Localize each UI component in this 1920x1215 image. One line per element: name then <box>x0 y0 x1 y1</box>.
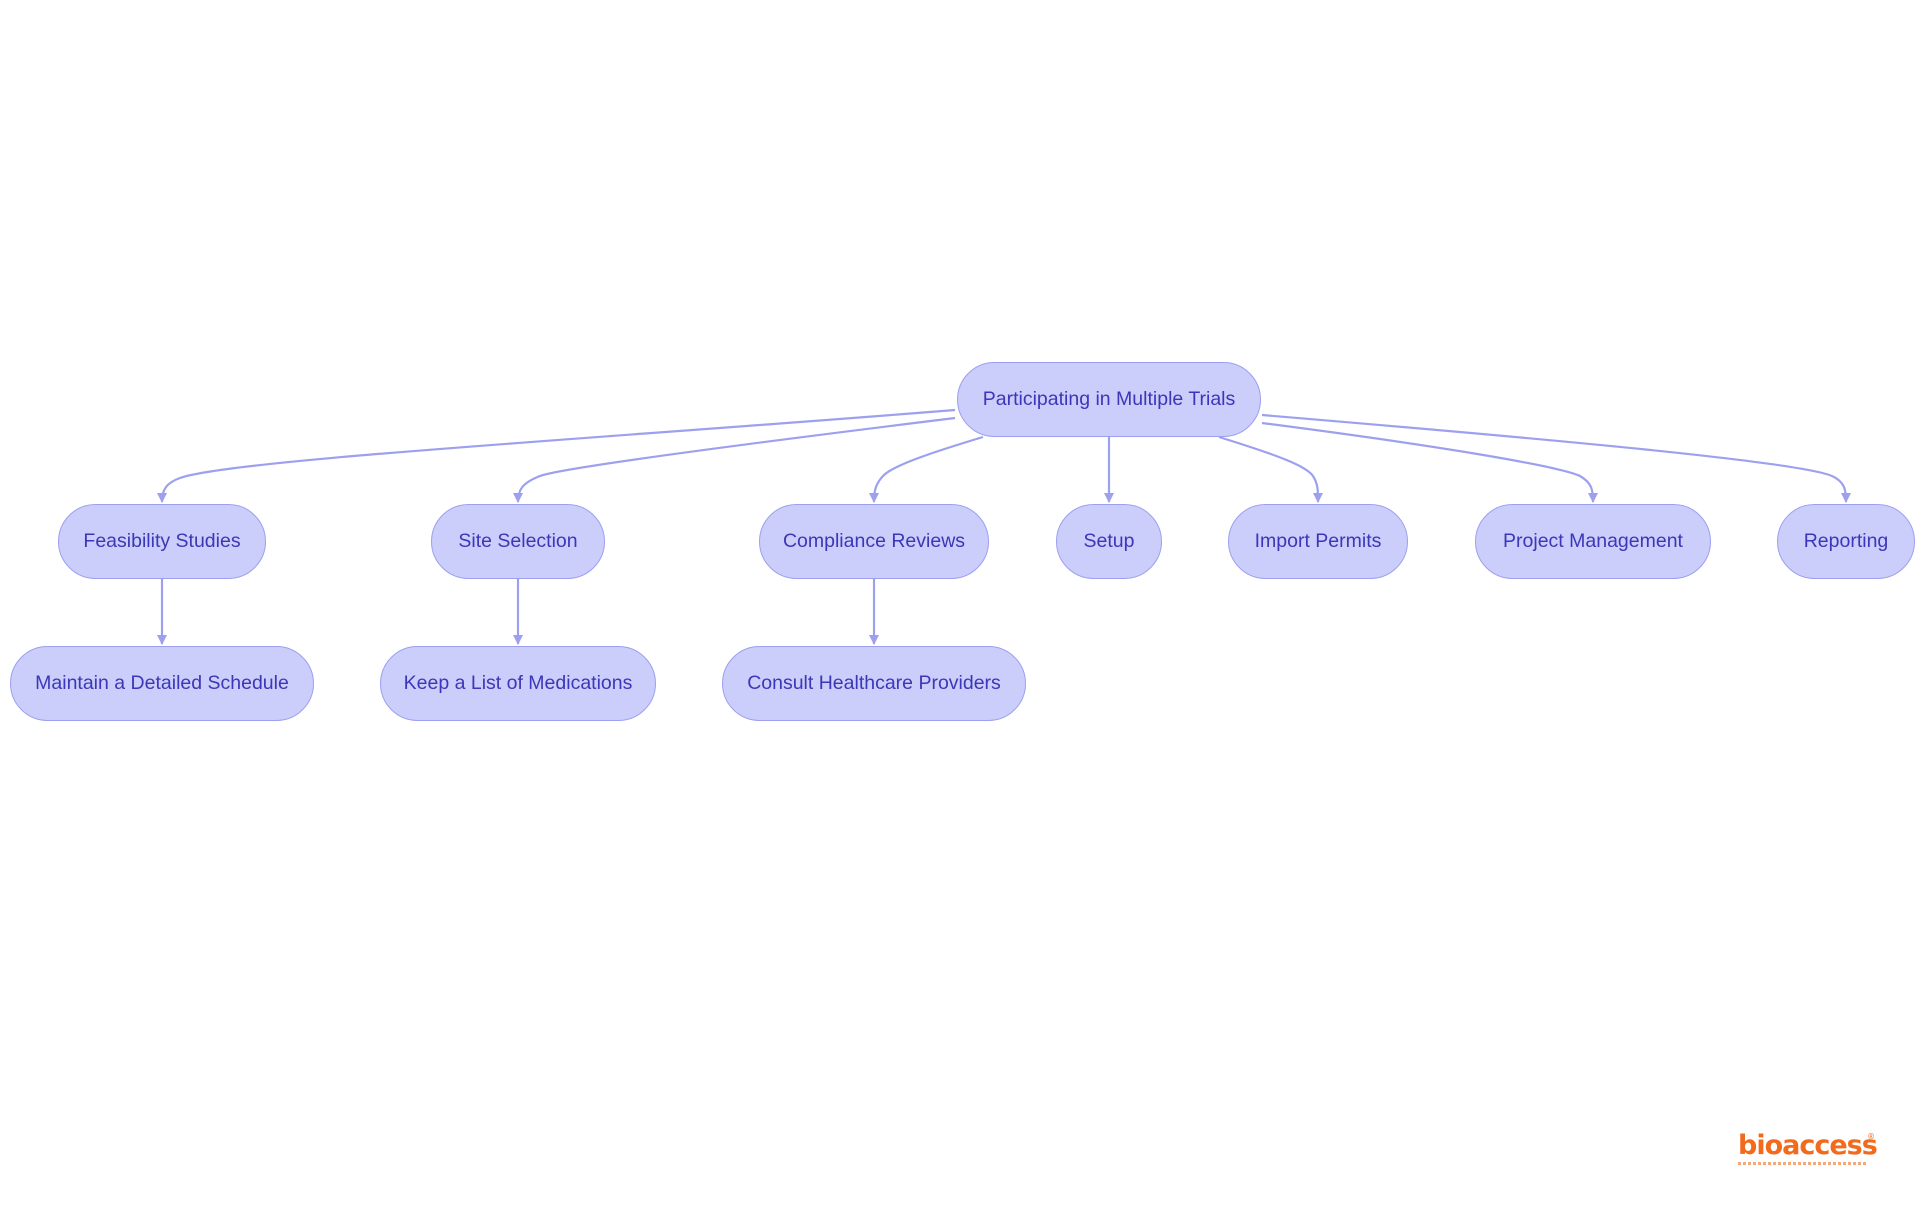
edge-root-import <box>1218 435 1323 503</box>
edge-root-reporting <box>1261 413 1851 503</box>
node-consult-healthcare-providers: Consult Healthcare Providers <box>722 646 1026 721</box>
node-site-selection: Site Selection <box>431 504 605 579</box>
node-import-permits: Import Permits <box>1228 504 1408 579</box>
node-setup: Setup <box>1056 504 1162 579</box>
logo-wordmark: bioaccess <box>1738 1130 1878 1161</box>
logo-tagline <box>1738 1162 1866 1165</box>
bioaccess-logo: bioaccess ® <box>1738 1130 1878 1170</box>
node-feasibility-studies: Feasibility Studies <box>58 504 266 579</box>
edge-root-compliance <box>869 435 984 503</box>
node-project-management: Project Management <box>1475 504 1711 579</box>
node-compliance-reviews: Compliance Reviews <box>759 504 989 579</box>
logo-registered-mark: ® <box>1867 1132 1875 1141</box>
node-reporting: Reporting <box>1777 504 1915 579</box>
edges-layer <box>157 408 1851 645</box>
edge-root-site <box>513 416 956 503</box>
edge-root-feasibility <box>157 408 956 503</box>
node-participating-in-multiple-trials: Participating in Multiple Trials <box>957 362 1261 437</box>
node-maintain-a-detailed-schedule: Maintain a Detailed Schedule <box>10 646 314 721</box>
node-keep-a-list-of-medications: Keep a List of Medications <box>380 646 656 721</box>
edge-root-project <box>1261 421 1598 503</box>
